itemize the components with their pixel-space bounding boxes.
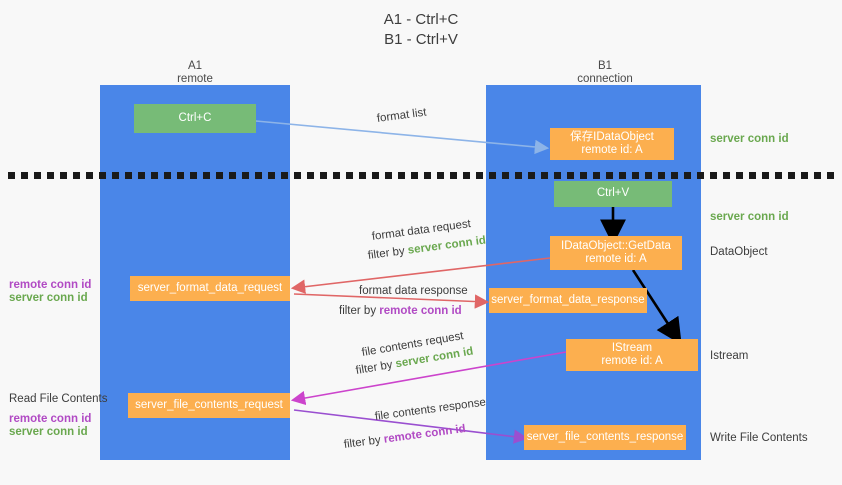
box-getdata-sub: remote id: A	[585, 253, 647, 265]
left-label-server-conn-id-1: server conn id	[9, 292, 88, 304]
edge-label-format-data-response-text: format data response	[359, 285, 468, 297]
box-ctrl-c[interactable]: Ctrl+C	[134, 104, 256, 133]
right-label-istream: Istream	[710, 350, 749, 362]
filter-by-text-2: filter by	[339, 305, 377, 317]
box-idataobject-getdata[interactable]: IDataObject::GetData remote id: A	[550, 236, 682, 270]
box-server-file-contents-request-label: server_file_contents_request	[135, 398, 283, 411]
right-label-write-file-contents: Write File Contents	[710, 432, 808, 444]
arrow-format-data-request	[290, 257, 551, 294]
box-ctrl-v-label: Ctrl+V	[596, 187, 630, 200]
left-label-remote-conn-id-1: remote conn id	[9, 279, 92, 291]
dashed-separator	[8, 172, 836, 179]
box-server-format-data-response[interactable]: server_format_data_response	[489, 288, 647, 313]
arrow-format-data-response	[293, 293, 490, 309]
box-server-format-data-response-label: server_format_data_response	[491, 293, 645, 306]
left-label-remote-conn-id-2: remote conn id	[9, 413, 92, 425]
box-idataobject-sub: remote id: A	[581, 144, 643, 156]
box-istream-title: IStream	[611, 341, 653, 354]
right-label-server-conn-id-top: server conn id	[710, 133, 789, 145]
box-server-file-contents-response-label: server_file_contents_response	[526, 430, 684, 443]
filter-by-text-4: filter by	[343, 434, 382, 451]
remote-conn-id-text-1: remote conn id	[379, 305, 462, 317]
box-idataobject-title: 保存IDataObject	[570, 130, 654, 143]
column-a1-name: A1	[187, 60, 203, 72]
filter-by-text-1: filter by	[367, 245, 406, 262]
column-a1-sub: remote	[177, 73, 213, 85]
right-label-server-conn-id-mid: server conn id	[710, 211, 789, 223]
box-istream[interactable]: IStream remote id: A	[566, 339, 698, 371]
arrow-file-contents-request	[290, 351, 567, 406]
left-label-server-conn-id-2: server conn id	[9, 426, 88, 438]
box-server-format-data-request[interactable]: server_format_data_request	[130, 276, 290, 301]
column-header-a1: A1 remote	[100, 60, 290, 86]
box-idataobject[interactable]: 保存IDataObject remote id: A	[550, 128, 674, 160]
box-getdata-title: IDataObject::GetData	[561, 239, 671, 252]
box-istream-sub: remote id: A	[601, 355, 663, 367]
title-line-2: B1 - Ctrl+V	[384, 31, 458, 48]
diagram-title: A1 - Ctrl+C B1 - Ctrl+V	[0, 10, 842, 50]
box-ctrl-v[interactable]: Ctrl+V	[554, 181, 672, 207]
arrow-format-list	[255, 120, 550, 155]
box-ctrl-c-label: Ctrl+C	[178, 111, 212, 124]
box-server-file-contents-request[interactable]: server_file_contents_request	[128, 393, 290, 418]
edge-label-format-data-response: format data response	[359, 284, 468, 299]
edge-label-format-data-response-filter: filter by remote conn id	[339, 304, 462, 319]
box-server-file-contents-response[interactable]: server_file_contents_response	[524, 425, 686, 450]
right-label-dataobject: DataObject	[710, 246, 768, 258]
column-b1-sub: connection	[577, 73, 633, 85]
column-b1-name: B1	[597, 60, 613, 72]
column-header-b1: B1 connection	[510, 60, 700, 86]
arrow-file-contents-response	[293, 409, 529, 444]
title-line-1: A1 - Ctrl+C	[383, 11, 459, 28]
left-label-read-file-contents: Read File Contents	[9, 393, 108, 405]
arrow-getdata-to-istream	[631, 269, 682, 345]
box-server-format-data-request-label: server_format_data_request	[137, 281, 283, 294]
